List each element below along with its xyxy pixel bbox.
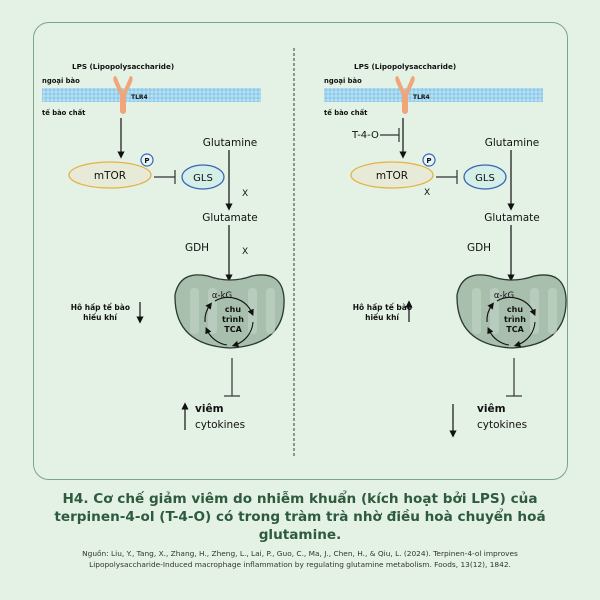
akg-label: α-kG bbox=[494, 291, 514, 301]
gls-label: GLS bbox=[193, 173, 213, 184]
caption-title: H4. Cơ chế giảm viêm do nhiễm khuẩn (kíc… bbox=[54, 491, 546, 543]
tca-arrow-2 bbox=[513, 321, 536, 348]
extracellular-label: ngoại bào bbox=[42, 77, 80, 85]
tlr4-receptor-icon bbox=[395, 76, 415, 114]
tca-label-2: trình bbox=[504, 315, 526, 324]
tlr4-label: TLR4 bbox=[131, 94, 148, 101]
tca-label-2: trình bbox=[222, 315, 244, 324]
tca-arrow-4 bbox=[204, 302, 212, 323]
tca-label-3: TCA bbox=[506, 325, 524, 334]
tca-arrow-1 bbox=[496, 296, 536, 317]
inflammation-label-1: viêm bbox=[477, 403, 506, 415]
mtor-node bbox=[350, 161, 434, 189]
inhibitor-label: T-4-O bbox=[351, 130, 379, 141]
diagram-frame bbox=[33, 22, 568, 480]
block-mark-gdh: X bbox=[242, 247, 248, 257]
cristae bbox=[208, 288, 217, 334]
cristae bbox=[472, 288, 481, 334]
phospho-badge bbox=[140, 153, 154, 167]
cytoplasm-label: tế bào chất bbox=[42, 108, 86, 117]
cristae bbox=[490, 288, 499, 334]
inhibition-mtor-gls bbox=[154, 170, 176, 184]
receptor-shape bbox=[113, 76, 133, 114]
tlr4-receptor-icon bbox=[113, 76, 133, 114]
inhibition-tca-inflammation bbox=[224, 358, 240, 397]
tca-label-3: TCA bbox=[224, 325, 242, 334]
inflammation-label-1: viêm bbox=[195, 403, 224, 415]
cristae bbox=[190, 288, 199, 334]
glutamate-label: Glutamate bbox=[484, 212, 540, 224]
inflammation-label-2: cytokines bbox=[195, 419, 245, 431]
cristae bbox=[266, 288, 275, 334]
mtor-node bbox=[68, 161, 152, 189]
panel-left: LPS (Lipopolysaccharide) ngoại bào tế bào … bbox=[42, 62, 285, 431]
mitochondrion-icon bbox=[456, 274, 567, 349]
gls-node bbox=[181, 164, 225, 190]
block-mark-mtor: X bbox=[424, 188, 430, 198]
gls-node bbox=[463, 164, 507, 190]
mtor-label: mTOR bbox=[94, 170, 126, 182]
respiration-label-2: hiếu khí bbox=[365, 313, 399, 322]
tca-arrow-3 bbox=[487, 326, 510, 346]
caption-source: Nguồn: Liu, Y., Tang, X., Zhang, H., Zhe… bbox=[82, 549, 518, 569]
gdh-label: GDH bbox=[185, 242, 209, 254]
tca-label-1: chu bbox=[225, 305, 241, 314]
tca-arrow-1 bbox=[214, 296, 254, 317]
cristae bbox=[548, 288, 557, 334]
glutamine-label: Glutamine bbox=[203, 137, 258, 149]
tca-arrow-2 bbox=[231, 321, 254, 348]
extracellular-label: ngoại bào bbox=[324, 77, 362, 85]
block-mark-gls: X bbox=[242, 189, 248, 199]
gls-label: GLS bbox=[475, 173, 495, 184]
inhibition-t4o-tlr4 bbox=[380, 128, 400, 142]
glutamine-label: Glutamine bbox=[485, 137, 540, 149]
caption: H4. Cơ chế giảm viêm do nhiễm khuẩn (kíc… bbox=[0, 490, 600, 570]
phospho-label: P bbox=[426, 157, 431, 165]
inflammation-label-2: cytokines bbox=[477, 419, 527, 431]
mtor-label: mTOR bbox=[376, 170, 408, 182]
phospho-label: P bbox=[144, 157, 149, 165]
gdh-label: GDH bbox=[467, 242, 491, 254]
receptor-shape bbox=[395, 76, 415, 114]
respiration-label-1: Hô hấp tế bào bbox=[353, 303, 412, 312]
inhibition-mtor-gls bbox=[436, 170, 458, 184]
mitochondrion-icon bbox=[174, 274, 285, 349]
cytoplasm-label: tế bào chất bbox=[324, 108, 368, 117]
tca-arrow-4 bbox=[486, 302, 494, 323]
tca-arrow-3 bbox=[205, 326, 228, 346]
akg-label: α-kG bbox=[212, 291, 232, 301]
cell-membrane bbox=[324, 88, 543, 102]
panel-right: LPS (Lipopolysaccharide) ngoại bào tế bào … bbox=[324, 62, 567, 438]
respiration-label-1: Hô hấp tế bào bbox=[71, 303, 130, 312]
lps-label: LPS (Lipopolysaccharide) bbox=[354, 62, 456, 71]
phospho-badge bbox=[422, 153, 436, 167]
inhibition-tca-inflammation bbox=[506, 358, 522, 397]
cell-membrane bbox=[42, 88, 261, 102]
lps-label: LPS (Lipopolysaccharide) bbox=[72, 62, 174, 71]
tca-label-1: chu bbox=[507, 305, 523, 314]
respiration-label-2: hiếu khí bbox=[83, 313, 117, 322]
diagram-canvas: LPS (Lipopolysaccharide) ngoại bào tế bào … bbox=[42, 48, 567, 458]
tlr4-label: TLR4 bbox=[413, 94, 430, 101]
glutamate-label: Glutamate bbox=[202, 212, 258, 224]
